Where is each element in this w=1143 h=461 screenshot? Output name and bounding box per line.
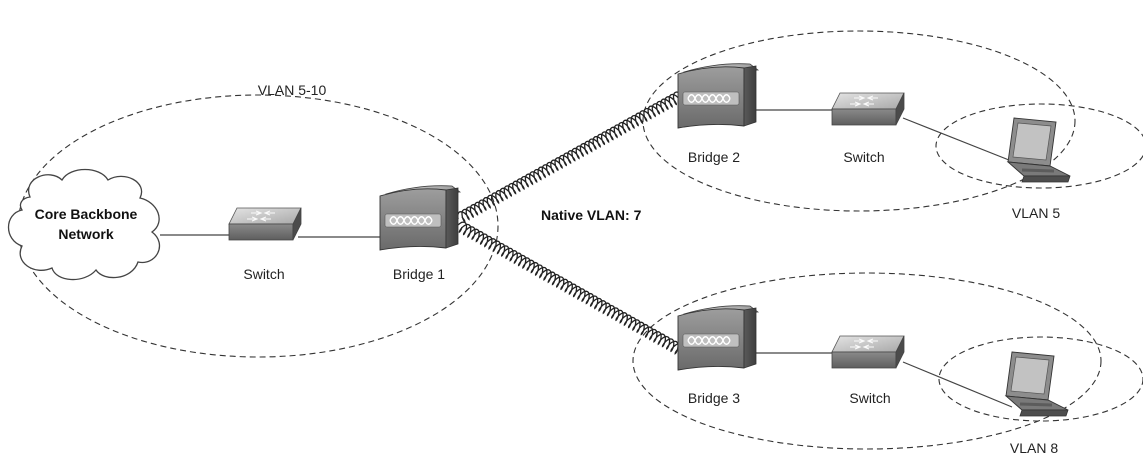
switch-laptop-bottom-link [902, 361, 1013, 408]
coil-top-strand [457, 93, 682, 221]
native-vlan-label: Native VLAN: 7 [541, 207, 642, 223]
vlan5-label: VLAN 5 [1012, 205, 1060, 221]
coil-bottom-strand [457, 221, 679, 355]
laptop-bottom[interactable] [1004, 350, 1070, 418]
switch-bottom-label: Switch [849, 390, 890, 406]
bridge-2[interactable] [677, 62, 759, 129]
switch-top[interactable] [831, 92, 905, 126]
bridge-1[interactable] [379, 184, 461, 251]
core-backbone-cloud: Core Backbone Network [7, 168, 160, 281]
vlan-bottom-region [632, 272, 1102, 450]
vlan8-region [938, 336, 1143, 422]
bridge-3-label: Bridge 3 [688, 390, 740, 406]
switch-laptop-top-link [902, 117, 1015, 163]
vlan-left-label: VLAN 5-10 [258, 82, 327, 98]
vlan-top-region [642, 30, 1076, 212]
bridge-1-label: Bridge 1 [393, 266, 445, 282]
switch-left-label: Switch [243, 266, 284, 282]
bridge-2-label: Bridge 2 [688, 149, 740, 165]
bridge-3[interactable] [677, 304, 759, 371]
wireless-link-bridge1-bridge3 [457, 221, 683, 355]
vlan8-label: VLAN 8 [1010, 440, 1058, 456]
core-backbone-label-line2: Network [58, 226, 113, 242]
core-backbone-label-line1: Core Backbone [35, 206, 138, 222]
wireless-link-bridge1-bridge2 [457, 91, 683, 223]
coil-bottom-strand [458, 223, 683, 353]
laptop-top[interactable] [1006, 116, 1072, 184]
vlan5-region [935, 103, 1143, 189]
coil-top-strand [461, 91, 683, 223]
switch-top-label: Switch [843, 149, 884, 165]
switch-left[interactable] [228, 207, 302, 241]
switch-bottom[interactable] [831, 335, 905, 369]
